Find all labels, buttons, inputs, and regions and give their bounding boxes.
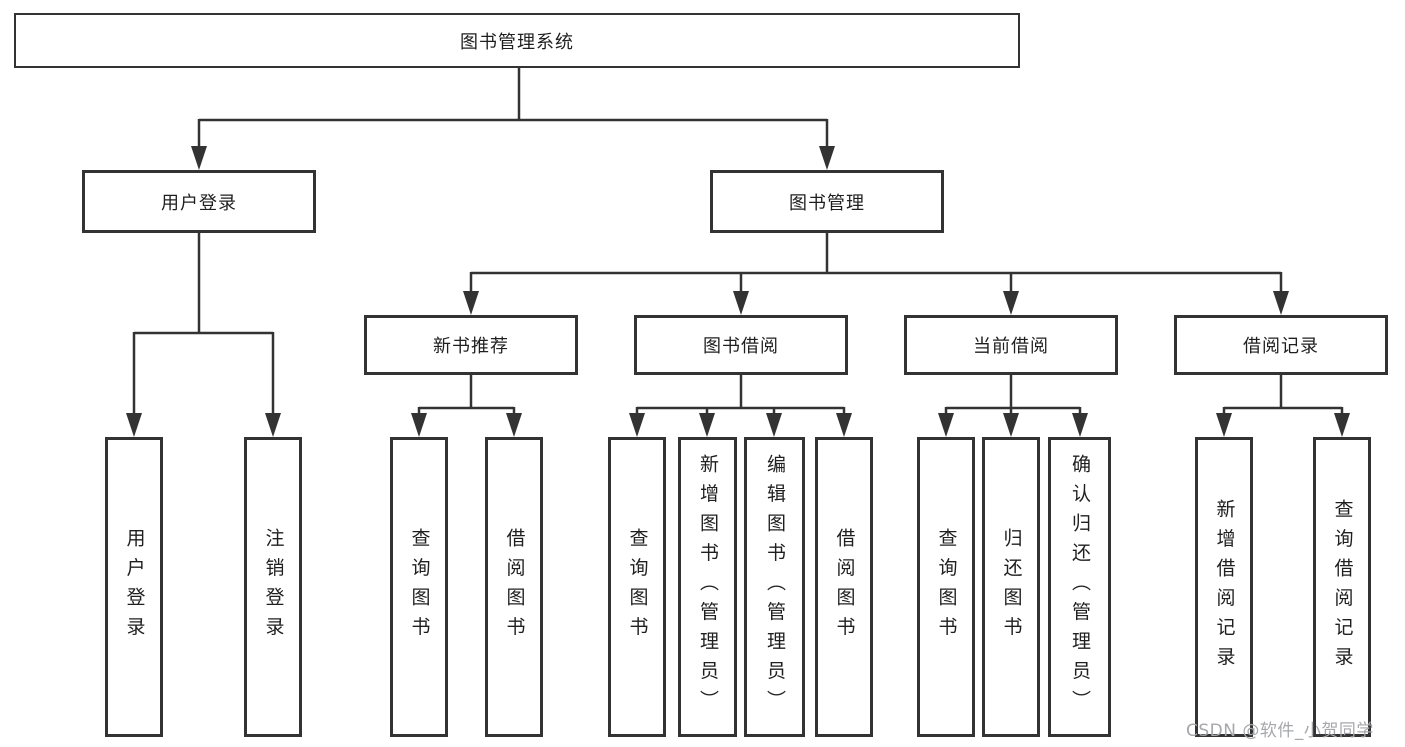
leaf-cb-confirm-return: 确认归还（管理员） bbox=[1048, 437, 1111, 737]
branch-user-login bbox=[126, 232, 281, 437]
leaf-bb-add-book-label: 新增图书（管理员） bbox=[697, 454, 719, 720]
leaf-bb-edit-book: 编辑图书（管理员） bbox=[744, 437, 805, 737]
branch-book-borrow bbox=[629, 373, 852, 437]
node-borrow-record: 借阅记录 bbox=[1174, 315, 1388, 375]
leaf-br-add-record-label: 新增借阅记录 bbox=[1213, 498, 1236, 676]
leaf-cb-query-book-label: 查询图书 bbox=[935, 528, 958, 646]
leaf-cb-confirm-return-label: 确认归还（管理员） bbox=[1069, 454, 1091, 720]
branch-current-borrow bbox=[938, 373, 1088, 437]
leaf-bb-borrow-book-label: 借阅图书 bbox=[833, 528, 856, 646]
node-current-borrow: 当前借阅 bbox=[904, 315, 1118, 375]
node-book-borrow: 图书借阅 bbox=[634, 315, 848, 375]
leaf-bb-borrow-book: 借阅图书 bbox=[815, 437, 873, 737]
leaf-cb-query-book: 查询图书 bbox=[917, 437, 975, 737]
leaf-br-query-record: 查询借阅记录 bbox=[1313, 437, 1371, 737]
branch-root bbox=[191, 66, 835, 170]
branch-new-book-recommend bbox=[411, 373, 522, 437]
leaf-nb-query-book-label: 查询图书 bbox=[408, 528, 431, 646]
node-user-login: 用户登录 bbox=[82, 170, 316, 233]
leaf-user-login: 用户登录 bbox=[105, 437, 163, 737]
node-root-label: 图书管理系统 bbox=[460, 31, 574, 53]
branch-borrow-record bbox=[1216, 373, 1350, 437]
node-new-book-recommend: 新书推荐 bbox=[364, 315, 578, 375]
node-root: 图书管理系统 bbox=[14, 13, 1020, 68]
leaf-nb-borrow-book-label: 借阅图书 bbox=[503, 528, 526, 646]
leaf-user-login-label: 用户登录 bbox=[123, 528, 146, 646]
node-current-borrow-label: 当前借阅 bbox=[973, 336, 1049, 357]
node-book-borrow-label: 图书借阅 bbox=[703, 336, 779, 357]
node-book-management: 图书管理 bbox=[710, 170, 944, 233]
leaf-logout-label: 注销登录 bbox=[262, 528, 285, 646]
leaf-br-add-record: 新增借阅记录 bbox=[1195, 437, 1253, 737]
node-book-management-label: 图书管理 bbox=[789, 192, 865, 214]
leaf-cb-return-book-label: 归还图书 bbox=[1000, 528, 1023, 646]
leaf-bb-edit-book-label: 编辑图书（管理员） bbox=[764, 454, 786, 720]
node-borrow-record-label: 借阅记录 bbox=[1243, 336, 1319, 357]
leaf-bb-query-book-label: 查询图书 bbox=[626, 528, 649, 646]
branch-book-management bbox=[463, 232, 1289, 315]
leaf-logout: 注销登录 bbox=[244, 437, 302, 737]
leaf-cb-return-book: 归还图书 bbox=[982, 437, 1040, 737]
leaf-nb-borrow-book: 借阅图书 bbox=[485, 437, 543, 737]
node-user-login-label: 用户登录 bbox=[161, 192, 237, 214]
leaf-nb-query-book: 查询图书 bbox=[390, 437, 448, 737]
leaf-bb-add-book: 新增图书（管理员） bbox=[678, 437, 737, 737]
watermark-text: CSDN @软件_小贺同学 bbox=[1186, 721, 1374, 741]
leaf-br-query-record-label: 查询借阅记录 bbox=[1331, 498, 1354, 676]
node-new-book-recommend-label: 新书推荐 bbox=[433, 336, 509, 357]
leaf-bb-query-book: 查询图书 bbox=[608, 437, 666, 737]
